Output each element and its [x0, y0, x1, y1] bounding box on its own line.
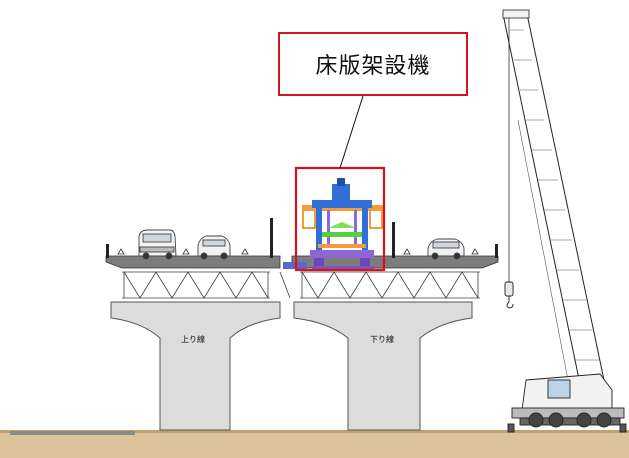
van-icon [138, 229, 177, 260]
deck-truss [122, 271, 480, 299]
deck-slab-up [105, 218, 281, 269]
car-icon [427, 238, 465, 260]
ground [0, 430, 629, 458]
callout-box: 床版架設機 [278, 32, 468, 96]
pier-label-up: 上り線 [181, 335, 205, 344]
pier-up-line [110, 301, 281, 431]
hook-icon [504, 281, 514, 309]
pier-down-line [293, 301, 473, 431]
pier-label-down: 下り線 [370, 335, 394, 344]
callout-label: 床版架設機 [315, 54, 431, 79]
car-icon [197, 235, 231, 260]
slab-erection-machine [302, 178, 383, 270]
crane-icon [502, 9, 627, 433]
callout-leader-line [339, 95, 364, 169]
traffic-cone-icon [117, 248, 479, 255]
